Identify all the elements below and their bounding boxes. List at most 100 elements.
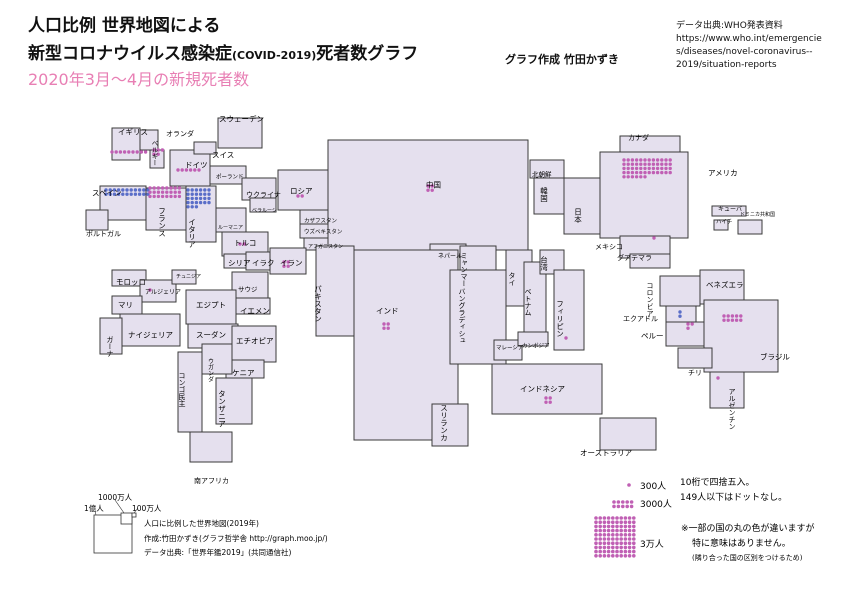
- death-dot: [169, 190, 173, 194]
- death-dot: [193, 168, 197, 172]
- death-dot: [203, 192, 207, 196]
- death-dot: [114, 150, 118, 154]
- death-dot: [129, 188, 133, 192]
- country-label: ウクライナ: [246, 191, 281, 199]
- country-shape: [677, 347, 713, 369]
- death-dot: [184, 168, 189, 172]
- death-dot: [664, 170, 668, 175]
- country-shape: [171, 269, 197, 285]
- death-dot: [382, 326, 386, 330]
- death-dot: [118, 150, 123, 154]
- death-dot: [664, 166, 668, 171]
- title-line-2: 新型コロナウイルス感染症(COVID-2019)死者数グラフ: [28, 44, 418, 66]
- death-dot: [655, 166, 660, 171]
- death-dot: [238, 242, 242, 246]
- death-dot: [630, 175, 635, 179]
- death-dot: [564, 336, 568, 340]
- country-label: 南アフリカ: [194, 476, 229, 485]
- country-label: エジプト: [196, 301, 226, 310]
- country-shape: [699, 269, 745, 305]
- death-dot: [739, 318, 743, 322]
- death-dot: [198, 192, 203, 196]
- note-round: 10桁で四捨五入。: [680, 476, 754, 488]
- death-dot: [426, 188, 430, 192]
- legend-dot: [619, 549, 623, 554]
- scale-label-10m: 1000万人: [98, 493, 133, 502]
- death-dot: [664, 162, 668, 166]
- death-dot: [651, 166, 656, 171]
- country-label: タンザニア: [217, 390, 226, 428]
- legend-dot: [602, 516, 607, 520]
- country-label: コロンビア: [646, 282, 654, 317]
- death-dot: [647, 162, 651, 166]
- country-label: ドイツ: [185, 161, 208, 170]
- death-dot: [131, 150, 135, 154]
- death-dot: [622, 162, 626, 166]
- death-dot: [426, 184, 430, 188]
- country-label: イラン: [280, 259, 303, 268]
- death-dot: [296, 194, 300, 198]
- legend-dot: [619, 524, 623, 529]
- country-label: アルゼンチン: [728, 388, 736, 430]
- country-shape: [277, 169, 329, 211]
- legend-dot: [632, 516, 636, 520]
- country-label: ベトナム: [524, 288, 532, 316]
- country-label: ベネズエラ: [706, 280, 744, 290]
- death-dot: [548, 400, 552, 404]
- legend-dot: [616, 504, 621, 509]
- country-shape: [189, 431, 233, 463]
- death-dot: [660, 158, 664, 162]
- country-shape: [99, 317, 123, 355]
- legend-dot: [598, 549, 602, 554]
- country-label: マリ: [118, 301, 133, 310]
- country-shape: [139, 129, 159, 151]
- legend-dot: [623, 516, 628, 520]
- death-dot: [626, 158, 630, 162]
- death-dot: [643, 175, 647, 179]
- death-dot: [651, 162, 656, 166]
- legend-dot: [623, 528, 628, 533]
- death-dot: [639, 170, 643, 175]
- death-dot: [660, 166, 664, 171]
- death-dot: [386, 326, 390, 330]
- death-dot: [730, 314, 735, 318]
- death-dot: [156, 190, 161, 194]
- legend-dot: [623, 520, 628, 524]
- death-dot: [430, 184, 434, 188]
- country-shape: [231, 325, 277, 363]
- scale-caption: 人口に比例した世界地図(2019年): [144, 518, 259, 528]
- death-dot: [148, 288, 152, 292]
- death-dot: [125, 192, 129, 196]
- legend-dot: [611, 516, 615, 520]
- death-dot: [203, 200, 207, 205]
- country-label: パキスタン: [313, 285, 322, 323]
- legend-dot: [627, 541, 632, 545]
- country-label: オーストラリア: [580, 449, 632, 458]
- death-dot: [169, 186, 173, 190]
- country-shape: [563, 177, 601, 235]
- country-shape: [215, 377, 253, 425]
- country-label: ベルギー: [150, 140, 158, 166]
- death-dot: [634, 166, 639, 171]
- death-dot: [139, 150, 144, 154]
- death-dot: [129, 192, 133, 196]
- death-dot: [135, 150, 139, 154]
- legend-dot: [602, 528, 607, 533]
- scale-10m: [120, 512, 133, 525]
- death-dot: [112, 192, 117, 196]
- death-dot: [622, 170, 626, 175]
- legend-dot: [615, 528, 619, 533]
- country-shape: [533, 177, 565, 215]
- death-dot: [116, 188, 121, 192]
- country-label: エチオピア: [236, 337, 274, 346]
- death-dot: [643, 158, 647, 162]
- death-dot: [207, 192, 211, 196]
- scale-squares: 1000万人 100万人 1億人 人口に比例した世界地図(2019年) 作成:竹…: [84, 493, 328, 557]
- legend-dot: [615, 545, 619, 550]
- country-shape: [599, 417, 657, 451]
- death-dot: [203, 196, 207, 201]
- legend-dot: [629, 500, 634, 504]
- country-label: ネパール: [438, 253, 462, 260]
- death-dot: [152, 190, 156, 194]
- country-label: 日本: [573, 208, 582, 225]
